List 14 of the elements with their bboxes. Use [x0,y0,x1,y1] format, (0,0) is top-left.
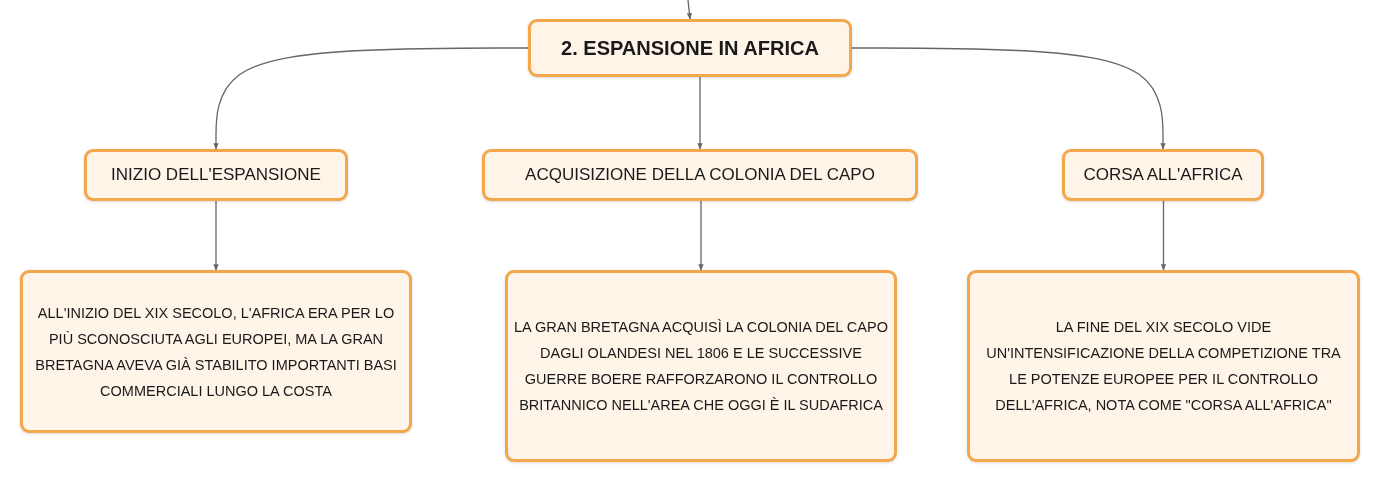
connector-arrow [851,47,1166,150]
connector-arrow [1160,200,1167,271]
connector-arrow [697,76,703,150]
title-box: 2. ESPANSIONE IN AFRICA [528,19,852,77]
topic-box: INIZIO DELL'ESPANSIONE [84,149,348,201]
topic-box: ACQUISIZIONE DELLA COLONIA DEL CAPO [482,149,918,201]
connector-arrow [686,0,692,20]
connector-arrow [213,47,529,150]
topic-box: CORSA ALL'AFRICA [1062,149,1264,201]
description-box: LA FINE DEL XIX SECOLO VIDE UN'INTENSIFICAZIONE DELLA COMPETIZIONE TRA LE POTENZE EUROPEE PER IL CONTROLLO DELL'AFRICA, NOTA COME "CORSA ALL'AFRICA" [967,270,1360,462]
description-box: ALL'INIZIO DEL XIX SECOLO, L'AFRICA ERA PER LO PIÙ SCONOSCIUTA AGLI EUROPEI, MA LA GRAN BRETAGNA AVEVA GIÀ STABILITO IMPORTANTI BASI COMMERCIALI LUNGO LA COSTA [20,270,412,433]
connector-arrow [213,200,219,271]
description-box: LA GRAN BRETAGNA ACQUISÌ LA COLONIA DEL CAPO DAGLI OLANDESI NEL 1806 E LE SUCCESSIVE GUERRE BOERE RAFFORZARONO IL CONTROLLO BRITANNICO NELL'AREA CHE OGGI È IL SUDAFRICA [505,270,897,462]
connector-arrow [698,200,704,271]
